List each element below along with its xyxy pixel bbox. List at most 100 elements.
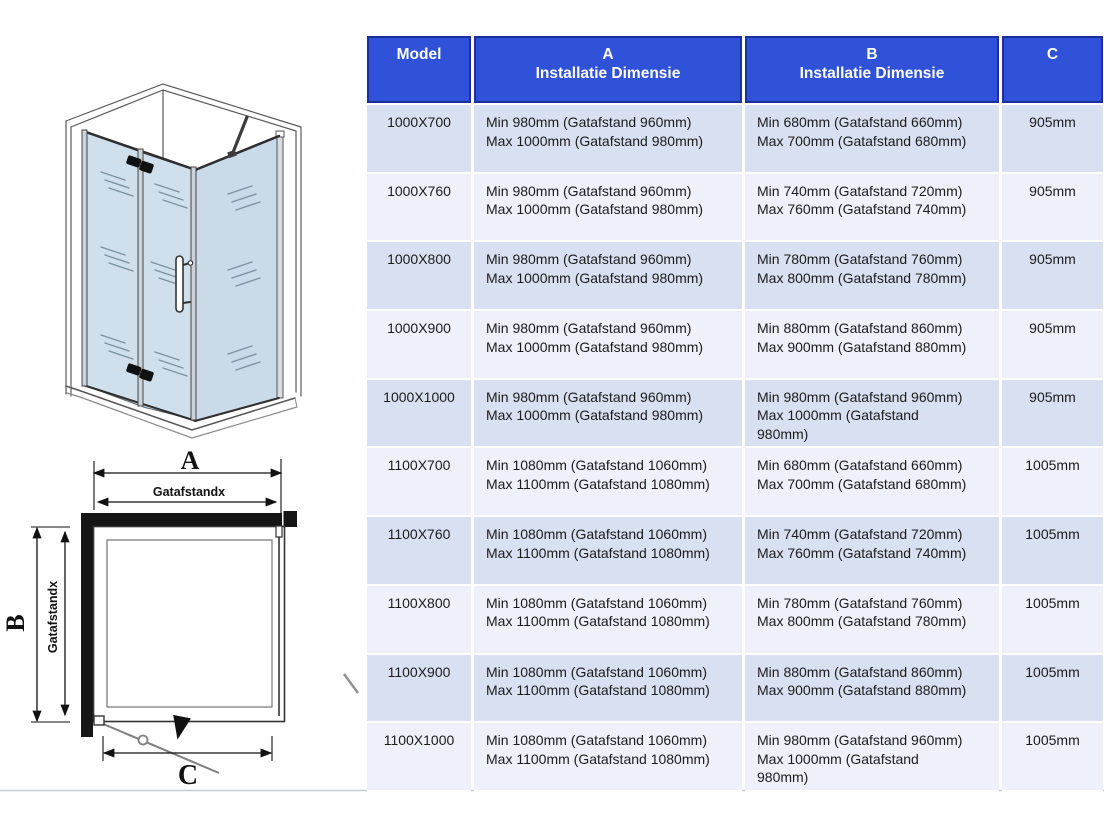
dimension-a-cell: Min 1080mm (Gatafstand 1060mm) Max 1100m… xyxy=(474,654,742,724)
dimension-b-cell: Min 740mm (Gatafstand 720mm) Max 760mm (… xyxy=(745,517,999,586)
model-cell: 1100X800 xyxy=(367,585,471,655)
door-frame xyxy=(81,129,198,422)
header-b-letter: B xyxy=(866,46,878,63)
table-row: 1100X1000 Min 1080mm (Gatafstand 1060mm)… xyxy=(367,723,1103,792)
b-min-line: Min 880mm (Gatafstand 860mm) xyxy=(757,320,963,337)
table-row: 1100X800 Min 1080mm (Gatafstand 1060mm) … xyxy=(367,585,1103,655)
model-cell: 1100X900 xyxy=(367,654,471,724)
shower-3d-diagram xyxy=(65,83,302,439)
dimension-b-cell: Min 880mm (Gatafstand 860mm) Max 900mm (… xyxy=(745,654,999,724)
dimension-ticks-c xyxy=(102,736,273,761)
stray-mark xyxy=(342,673,360,694)
table-row: 1000X1000 Min 980mm (Gatafstand 960mm) M… xyxy=(367,379,1103,449)
a-max-line: Max 1000mm (Gatafstand 980mm) xyxy=(486,132,704,149)
a-min-line: Min 980mm (Gatafstand 960mm) xyxy=(486,320,692,337)
model-cell: 1000X900 xyxy=(367,311,471,380)
b-max-line: Max 900mm (Gatafstand 880mm) xyxy=(757,682,967,698)
a-min-line: Min 980mm (Gatafstand 960mm) xyxy=(486,251,692,268)
dimension-ticks-a xyxy=(93,459,282,514)
a-min-line: Min 980mm (Gatafstand 960mm) xyxy=(486,114,692,130)
model-cell: 1000X800 xyxy=(367,242,471,312)
dimension-label-a: A xyxy=(181,446,200,475)
table-row: 1100X700 Min 1080mm (Gatafstand 1060mm) … xyxy=(367,448,1103,518)
dimension-c-cell: 1005mm xyxy=(1002,723,1103,792)
plan-walls xyxy=(81,511,297,737)
dimension-b-cell: Min 680mm (Gatafstand 660mm) Max 700mm (… xyxy=(745,105,999,174)
header-b-sublabel: Installatie Dimensie xyxy=(799,65,945,82)
a-max-line: Max 1000mm (Gatafstand 980mm) xyxy=(486,407,704,424)
dimension-c-cell: 1005mm xyxy=(1002,654,1103,724)
dimension-a-cell: Min 980mm (Gatafstand 960mm) Max 1000mm … xyxy=(474,311,742,380)
dimension-b-cell: Min 880mm (Gatafstand 860mm) Max 900mm (… xyxy=(745,311,999,380)
dimension-a-cell: Min 1080mm (Gatafstand 1060mm) Max 1100m… xyxy=(474,448,742,518)
b-min-line: Min 980mm (Gatafstand 960mm) xyxy=(757,388,963,405)
spec-table: Model A Installatie Dimensie B Installat… xyxy=(367,36,1103,792)
b-min-line: Min 980mm (Gatafstand 960mm) xyxy=(757,732,963,749)
dimension-c-cell: 1005mm xyxy=(1002,585,1103,655)
b-min-line: Min 780mm (Gatafstand 760mm) xyxy=(757,251,963,268)
a-min-line: Min 1080mm (Gatafstand 1060mm) xyxy=(486,526,707,543)
table-body: 1000X700 Min 980mm (Gatafstand 960mm) Ma… xyxy=(367,105,1103,792)
header-a-letter: A xyxy=(602,46,614,63)
hinge-icon xyxy=(126,155,154,382)
a-max-line: Max 1100mm (Gatafstand 1080mm) xyxy=(486,750,710,767)
b-min-line: Min 740mm (Gatafstand 720mm) xyxy=(757,526,963,543)
b-min-line: Min 680mm (Gatafstand 660mm) xyxy=(757,114,963,130)
side-glass-panel xyxy=(194,135,280,422)
a-min-line: Min 1080mm (Gatafstand 1060mm) xyxy=(486,732,707,749)
dimension-ticks-b xyxy=(31,526,70,723)
a-max-line: Max 1100mm (Gatafstand 1080mm) xyxy=(486,613,710,630)
b-max-line: Max 760mm (Gatafstand 740mm) xyxy=(757,544,967,561)
dimension-a-cell: Min 980mm (Gatafstand 960mm) Max 1000mm … xyxy=(474,173,742,243)
a-min-line: Min 1080mm (Gatafstand 1060mm) xyxy=(486,457,707,474)
door-glass-panel xyxy=(142,152,192,420)
wall-outline xyxy=(65,83,302,397)
a-max-line: Max 1000mm (Gatafstand 980mm) xyxy=(486,201,704,218)
side-bottom-frame xyxy=(194,397,280,422)
dimension-label-c: C xyxy=(178,760,198,791)
header-b: B Installatie Dimensie xyxy=(745,36,999,103)
a-min-line: Min 1080mm (Gatafstand 1060mm) xyxy=(486,594,707,611)
dimension-b-cell: Min 780mm (Gatafstand 760mm) Max 800mm (… xyxy=(745,585,999,655)
header-c-label: C xyxy=(1046,46,1059,63)
dimension-a-cell: Min 980mm (Gatafstand 960mm) Max 1000mm … xyxy=(474,105,742,174)
model-cell: 1000X760 xyxy=(367,173,471,243)
header-a: A Installatie Dimensie xyxy=(474,36,742,103)
dimension-c-cell: 905mm xyxy=(1002,242,1103,312)
gatafstand-vertical-label: Gatafstandx xyxy=(46,581,60,653)
table-header-row: Model A Installatie Dimensie B Installat… xyxy=(367,36,1103,103)
plan-view-diagram: A Gatafstandx B Gatafstandx xyxy=(1,446,297,791)
b-max-line: Max 760mm (Gatafstand 740mm) xyxy=(757,201,967,218)
a-min-line: Min 980mm (Gatafstand 960mm) xyxy=(486,182,692,199)
a-max-line: Max 1000mm (Gatafstand 980mm) xyxy=(486,269,704,286)
dimension-c-cell: 905mm xyxy=(1002,173,1103,243)
model-cell: 1000X700 xyxy=(367,105,471,174)
dimension-c-cell: 905mm xyxy=(1002,311,1103,380)
dimension-c-cell: 1005mm xyxy=(1002,517,1103,586)
gatafstand-horizontal-label: Gatafstandx xyxy=(153,485,225,499)
header-c: C xyxy=(1002,36,1103,103)
front-glass-panel xyxy=(83,131,139,406)
table-row: 1100X760 Min 1080mm (Gatafstand 1060mm) … xyxy=(367,517,1103,586)
b-max-line: Max 900mm (Gatafstand 880mm) xyxy=(757,338,967,355)
a-max-line: Max 1100mm (Gatafstand 1080mm) xyxy=(486,544,710,561)
door-swing-direction-arrow xyxy=(173,714,192,740)
b-max-line: Max 700mm (Gatafstand 680mm) xyxy=(757,475,967,492)
dimension-c-cell: 905mm xyxy=(1002,105,1103,174)
b-min-line: Min 880mm (Gatafstand 860mm) xyxy=(757,663,963,680)
b-max-line: Max 700mm (Gatafstand 680mm) xyxy=(757,132,967,149)
side-top-frame xyxy=(193,134,281,172)
b-min-line: Min 680mm (Gatafstand 660mm) xyxy=(757,457,963,474)
dimension-a-cell: Min 980mm (Gatafstand 960mm) Max 1000mm … xyxy=(474,242,742,312)
table-row: 1000X700 Min 980mm (Gatafstand 960mm) Ma… xyxy=(367,105,1103,174)
b-max-line: Max 800mm (Gatafstand 780mm) xyxy=(757,613,967,630)
a-min-line: Min 1080mm (Gatafstand 1060mm) xyxy=(486,663,707,680)
dimension-b-cell: Min 740mm (Gatafstand 720mm) Max 760mm (… xyxy=(745,173,999,243)
dimension-a-cell: Min 980mm (Gatafstand 960mm) Max 1000mm … xyxy=(474,379,742,449)
dimension-c-cell: 905mm xyxy=(1002,379,1103,449)
dimension-b-cell: Min 980mm (Gatafstand 960mm) Max 1000mm … xyxy=(745,379,999,449)
table-row: 1100X900 Min 1080mm (Gatafstand 1060mm) … xyxy=(367,654,1103,724)
dimension-label-b: B xyxy=(1,614,30,631)
glass-hatch-marks xyxy=(100,171,261,377)
model-cell: 1100X700 xyxy=(367,448,471,518)
